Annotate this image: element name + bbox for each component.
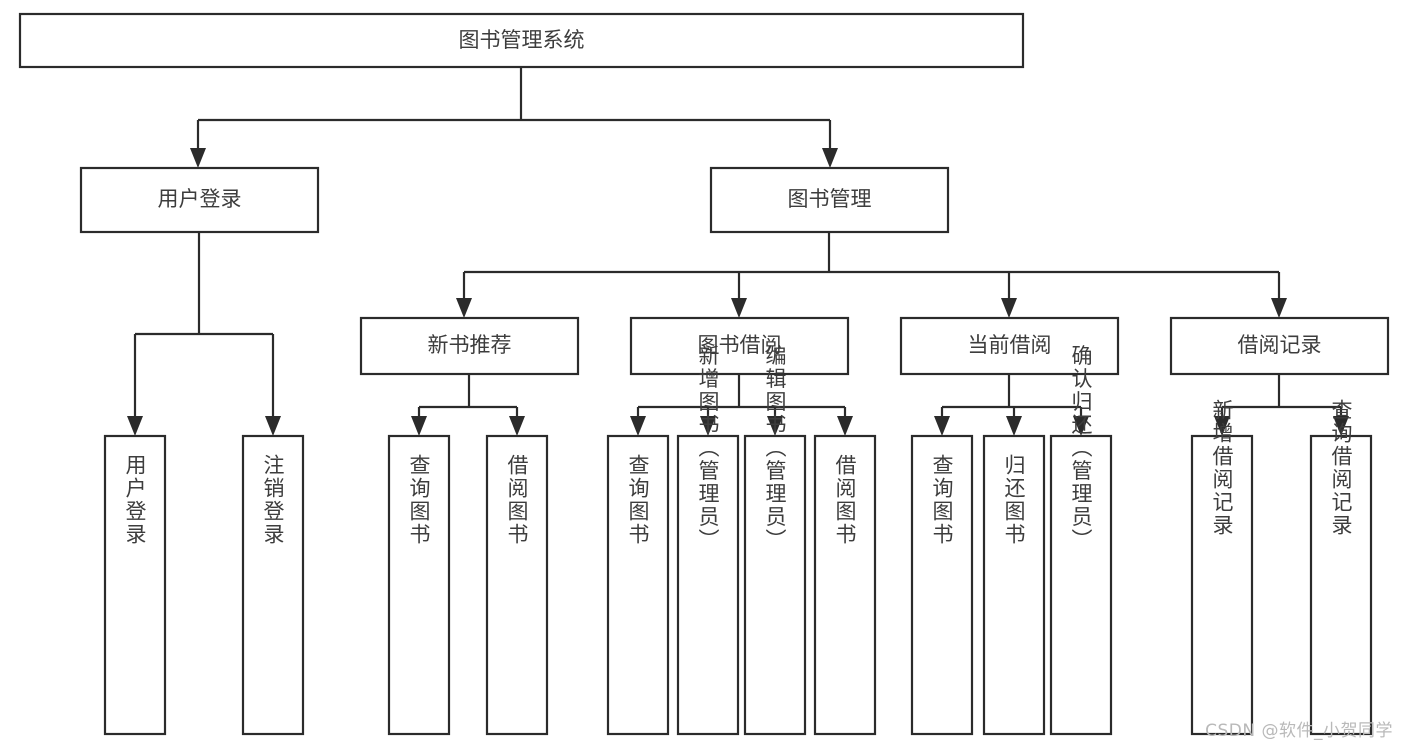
node-leaf-cb-return-label: 归还图书 [1002, 454, 1026, 546]
node-leaf-user-login-box[interactable] [103, 434, 167, 736]
arrow-root-to-book-mgmt [822, 148, 838, 168]
node-leaf-rc-add-label: 新增借阅记录 [1210, 399, 1234, 537]
node-leaf-user-logout-box[interactable] [241, 434, 305, 736]
node-leaf-cb-confirm-label: 确认归还（管理员） [1069, 345, 1093, 552]
arrow-user-to-logout [265, 416, 281, 436]
node-book-management-module-box[interactable] [709, 166, 950, 234]
node-leaf-bb-add-label: 新增图书（管理员） [696, 345, 720, 552]
node-leaf-rc-query-box[interactable] [1309, 434, 1373, 736]
node-leaf-rc-query-label: 查询借阅记录 [1329, 399, 1353, 537]
node-root-box[interactable] [18, 12, 1025, 69]
node-book-management-module-label: 图书管理 [788, 187, 872, 211]
arrow-borrow-to-borrowbook [837, 416, 853, 436]
node-leaf-cb-return-box[interactable] [982, 434, 1046, 736]
node-leaf-user-logout-label: 注销登录 [261, 454, 285, 546]
node-current-borrow-label: 当前借阅 [968, 333, 1052, 357]
node-leaf-bb-edit-label: 编辑图书（管理员） [763, 345, 787, 552]
node-leaf-cb-confirm-box[interactable] [1049, 434, 1113, 736]
node-leaf-nb-borrow-box[interactable] [485, 434, 549, 736]
node-root-label: 图书管理系统 [459, 28, 585, 52]
arrow-newbook-to-query [411, 416, 427, 436]
node-new-book-recommend[interactable]: 新书推荐 [359, 316, 580, 376]
node-leaf-bb-query-label: 查询图书 [626, 454, 650, 546]
node-leaf-bb-borrow-box[interactable] [813, 434, 877, 736]
node-leaf-nb-query-label: 查询图书 [407, 454, 431, 546]
leaf-label-layer: 用户登录 注销登录 查询图书 借阅图书 查询图书 新增图书（管理员） 编辑图书（… [123, 345, 1353, 552]
node-leaf-nb-query-box[interactable] [387, 434, 451, 736]
node-current-borrow[interactable]: 当前借阅 [899, 316, 1120, 376]
node-new-book-recommend-box[interactable] [359, 316, 580, 376]
node-current-borrow-box[interactable] [899, 316, 1120, 376]
node-root[interactable]: 图书管理系统 [18, 12, 1025, 69]
connector-layer [127, 67, 1349, 436]
arrow-book-to-newbook [456, 298, 472, 318]
arrow-book-to-current [1001, 298, 1017, 318]
node-leaf-user-login-label: 用户登录 [123, 454, 147, 546]
node-borrow-record-label: 借阅记录 [1238, 333, 1322, 357]
node-leaf-bb-query-box[interactable] [606, 434, 670, 736]
node-leaf-cb-query-label: 查询图书 [930, 454, 954, 546]
arrow-newbook-to-borrow [509, 416, 525, 436]
node-leaf-nb-borrow-label: 借阅图书 [505, 454, 529, 546]
arrow-current-to-confirm [1073, 416, 1089, 436]
arrow-root-to-user-login [190, 148, 206, 168]
node-borrow-record[interactable]: 借阅记录 [1169, 316, 1390, 376]
node-leaf-bb-borrow-label: 借阅图书 [833, 454, 857, 546]
node-leaf-cb-query-box[interactable] [910, 434, 974, 736]
node-user-login-module-label: 用户登录 [158, 187, 242, 211]
node-book-management-module[interactable]: 图书管理 [709, 166, 950, 234]
arrow-borrow-to-edit [767, 416, 783, 436]
arrow-record-to-add [1214, 416, 1230, 436]
arrow-borrow-to-add [700, 416, 716, 436]
node-leaf-rc-add-box[interactable] [1190, 434, 1254, 736]
node-leaf-bb-add-box[interactable] [676, 434, 740, 736]
arrow-record-to-query [1333, 416, 1349, 436]
node-book-borrow[interactable]: 图书借阅 [629, 316, 850, 376]
node-new-book-recommend-label: 新书推荐 [428, 333, 512, 357]
arrow-book-to-borrow [731, 298, 747, 318]
leaf-box-layer [103, 434, 1373, 736]
node-borrow-record-box[interactable] [1169, 316, 1390, 376]
arrow-borrow-to-query [630, 416, 646, 436]
arrow-current-to-query [934, 416, 950, 436]
node-user-login-module[interactable]: 用户登录 [79, 166, 320, 234]
node-leaf-bb-edit-box[interactable] [743, 434, 807, 736]
arrow-current-to-return [1006, 416, 1022, 436]
node-user-login-module-box[interactable] [79, 166, 320, 234]
node-book-borrow-label: 图书借阅 [698, 333, 782, 357]
node-book-borrow-box[interactable] [629, 316, 850, 376]
arrow-user-to-login [127, 416, 143, 436]
arrow-book-to-record [1271, 298, 1287, 318]
